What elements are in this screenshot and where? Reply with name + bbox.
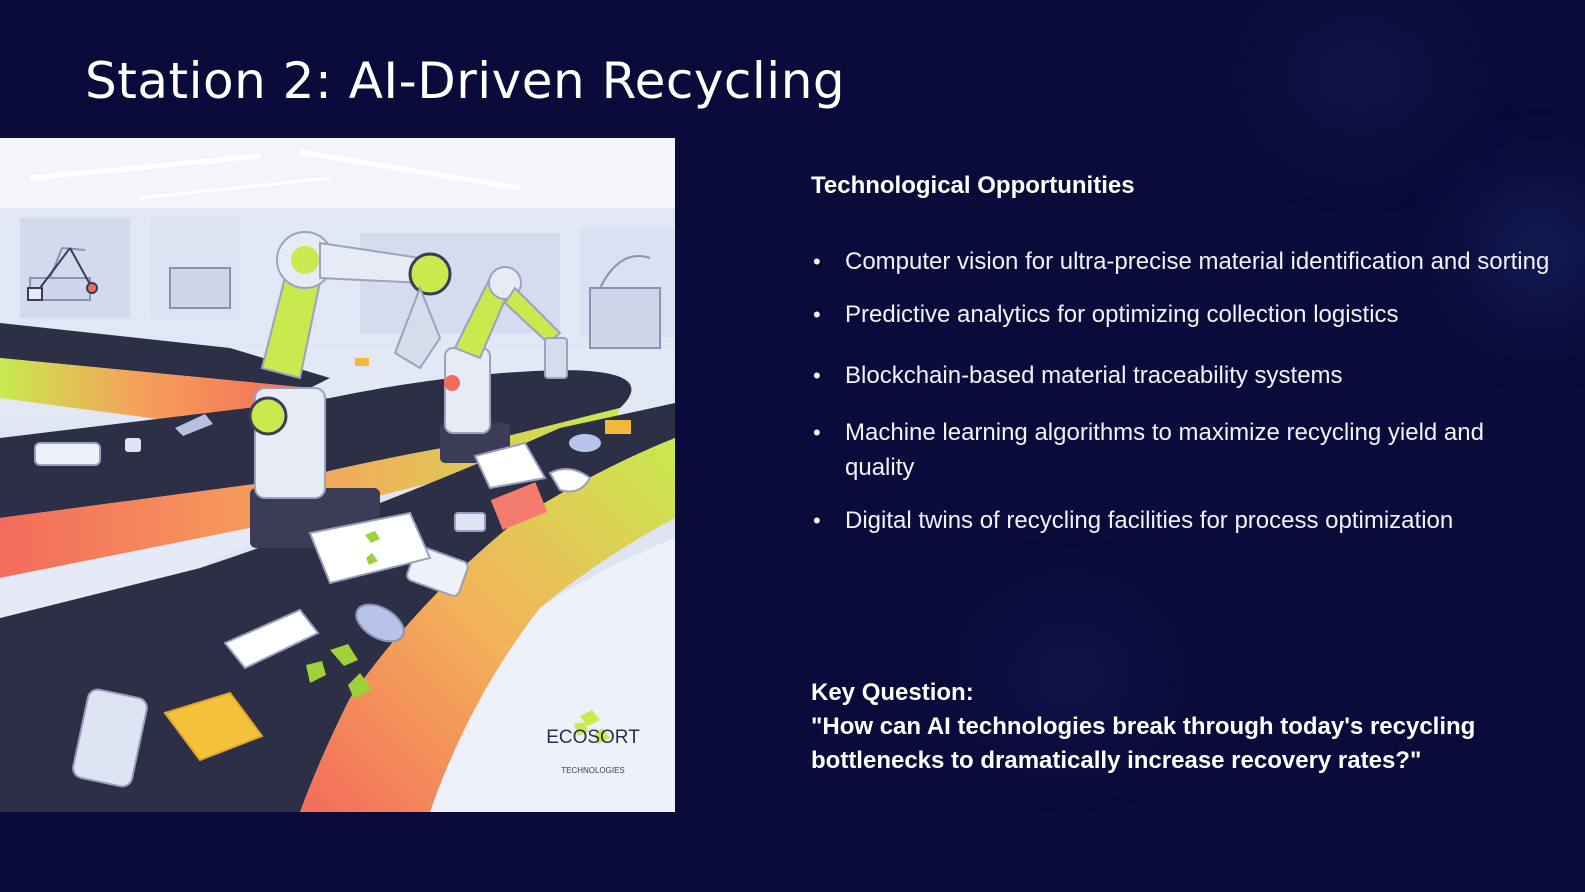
background-robot-arm [29,247,661,349]
robot-arm-right [440,266,568,490]
opportunity-list: • Computer vision for ultra-precise mater… [811,244,1551,538]
robot-arm-back [27,247,98,301]
bullet-text: Digital twins of recycling facilities fo… [845,507,1454,534]
list-item: • Digital twins of recycling facilities f… [811,503,1551,538]
bullet-text: Computer vision for ultra-precise materi… [845,248,1550,275]
key-question-text: "How can AI technologies break through t… [811,713,1476,774]
bullet-icon: • [813,363,821,388]
bullet-icon: • [813,302,821,327]
background-glow [1280,20,1440,130]
ecosort-logo: ECOSORT TECHNOLOGIES [546,710,640,775]
list-item: • Computer vision for ultra-precise mater… [811,244,1551,279]
key-question-label: Key Question: [811,679,974,706]
bullet-text: Machine learning algorithms to maximize … [845,419,1484,481]
key-question: Key Question: "How can AI technologies b… [811,676,1551,778]
bullet-text: Predictive analytics for optimizing coll… [845,301,1399,328]
list-item: • Blockchain-based material traceability … [811,358,1551,393]
robot-arm-left [248,231,452,585]
section-heading: Technological Opportunities [811,172,1135,199]
bullet-icon: • [813,420,821,445]
slide-title: Station 2: AI-Driven Recycling [85,52,846,110]
list-item: • Machine learning algorithms to maximize… [811,415,1551,485]
bullet-icon: • [813,508,821,533]
recycling-illustration: ECOSORT TECHNOLOGIES [0,138,675,812]
logo-name: ECOSORT [546,727,640,748]
list-item: • Predictive analytics for optimizing col… [811,297,1551,332]
bullet-icon: • [813,249,821,274]
logo-sub: TECHNOLOGIES [561,766,625,775]
recycle-icon [306,644,372,699]
bullet-text: Blockchain-based material traceability s… [845,362,1343,389]
